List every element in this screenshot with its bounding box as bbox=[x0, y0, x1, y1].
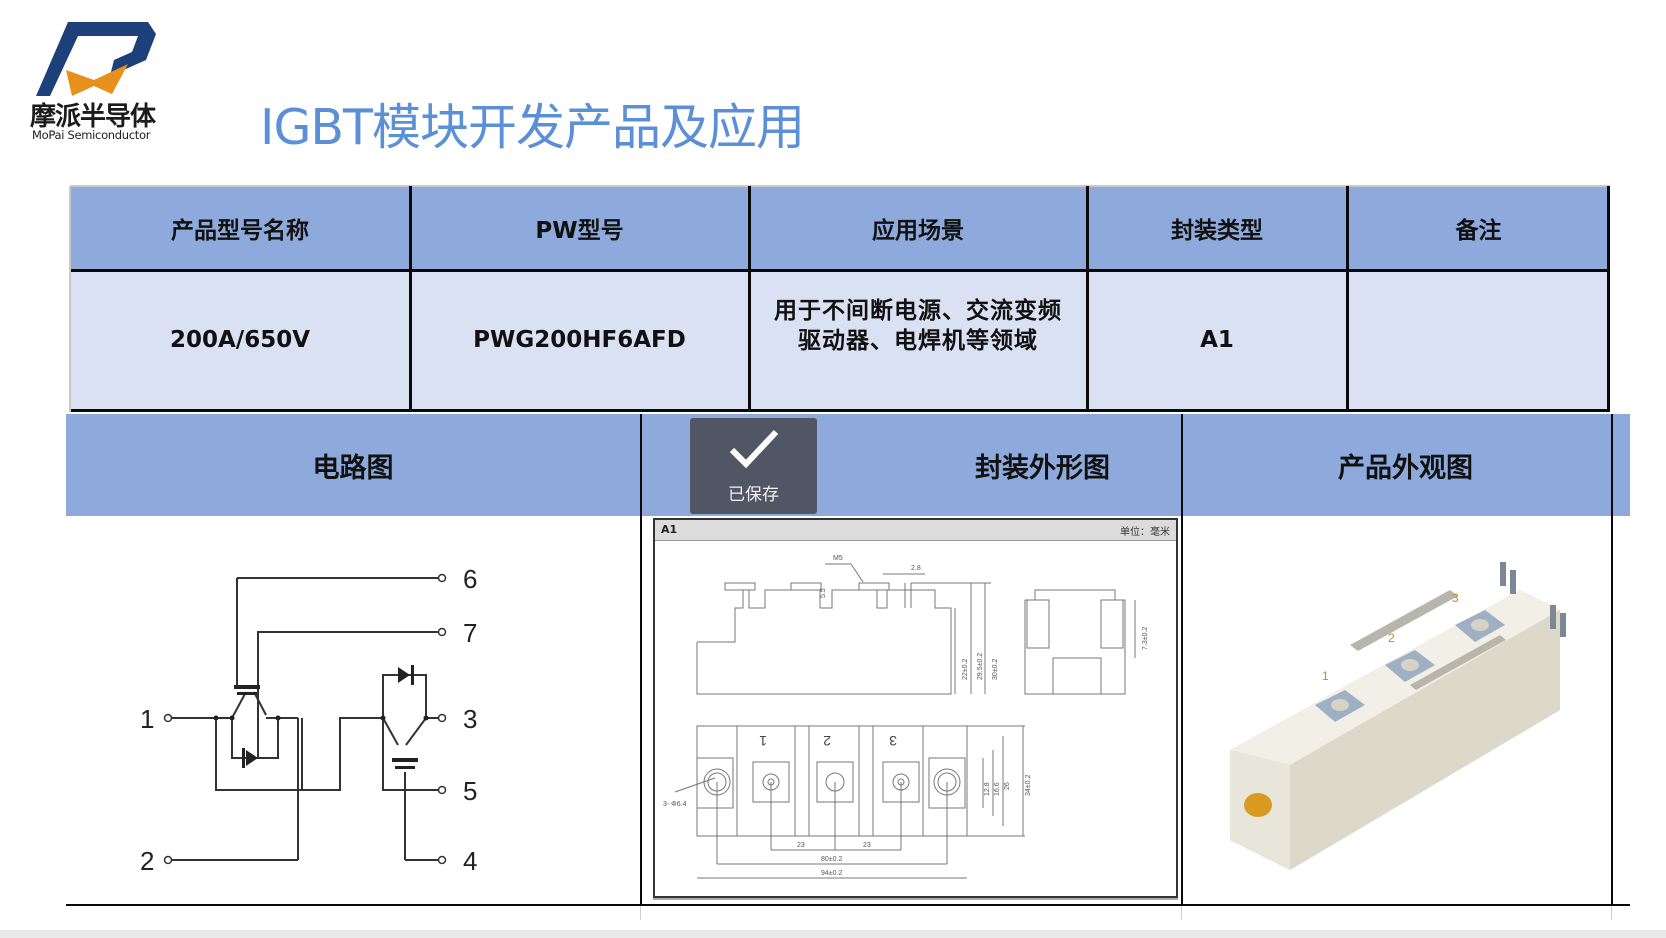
bottom-bar bbox=[0, 930, 1666, 938]
dim-16-6: 16.6 bbox=[994, 782, 1001, 796]
header-product-appearance: 产品外观图 bbox=[1181, 414, 1630, 516]
circuit-diagram: 6 7 3 5 4 1 2 bbox=[140, 564, 477, 876]
toast-label: 已保存 bbox=[728, 485, 779, 505]
col-divider bbox=[748, 186, 751, 412]
header-package-type: 封装类型 bbox=[1087, 186, 1347, 270]
logo-name-en: MoPai Semiconductor bbox=[32, 128, 151, 142]
dim-5-5: 5.5 bbox=[820, 588, 827, 598]
package-outline-svg: M5 2.8 5.5 22±0.2 29.5±0.2 30±0.2 7.3±0.… bbox=[663, 555, 1149, 879]
table-bottom-border bbox=[66, 904, 1630, 906]
cell-remarks bbox=[1347, 270, 1610, 410]
col-divider bbox=[640, 414, 642, 906]
top-terminal-1: 1 bbox=[759, 733, 767, 749]
pin-label-6: 6 bbox=[463, 564, 477, 594]
dim-7-3: 7.3±0.2 bbox=[1142, 627, 1149, 650]
diode-icon bbox=[246, 750, 258, 766]
logo-navy-p bbox=[36, 22, 156, 96]
header-circuit-diagram: 电路图 bbox=[66, 414, 640, 516]
dim-22: 22±0.2 bbox=[962, 659, 969, 680]
col-divider bbox=[1607, 186, 1610, 412]
header-package-outline-label: 封装外形图 bbox=[975, 452, 1110, 484]
terminal-3-icon bbox=[437, 713, 447, 723]
photo-terminal-2: 2 bbox=[1388, 631, 1395, 645]
product-photo: 1 2 3 bbox=[1230, 562, 1566, 870]
terminal-pads bbox=[1315, 610, 1505, 722]
spec-table: 产品型号名称 PW型号 应用场景 封装类型 备注 200A/650V PWG20… bbox=[69, 185, 1610, 416]
table-bottom-border bbox=[70, 409, 1610, 412]
terminal-4-icon bbox=[437, 855, 447, 865]
col-divider bbox=[69, 186, 71, 412]
top-terminal-2: 2 bbox=[823, 733, 831, 749]
col-guide bbox=[1611, 906, 1612, 920]
dim-29-5: 29.5±0.2 bbox=[977, 653, 984, 680]
igbt-gate-icon bbox=[392, 758, 418, 762]
terminal-1-icon bbox=[163, 713, 173, 723]
table-top-border bbox=[70, 185, 1610, 187]
package-drawing: A1 单位：毫米 bbox=[653, 518, 1178, 898]
page-title: IGBT模块开发产品及应用 bbox=[260, 99, 805, 156]
col-divider bbox=[1086, 186, 1089, 412]
checkmark-icon bbox=[729, 429, 779, 469]
signal-pin-icon bbox=[1500, 562, 1506, 586]
photo-terminal-1: 1 bbox=[1322, 669, 1329, 683]
pin-label-4: 4 bbox=[463, 846, 477, 876]
dim-30: 30±0.2 bbox=[992, 659, 999, 680]
cell-package-type: A1 bbox=[1087, 270, 1347, 410]
pin-label-2: 2 bbox=[140, 846, 154, 876]
header-application: 应用场景 bbox=[749, 186, 1087, 270]
header-divider bbox=[70, 269, 1610, 272]
photo-terminal-3: 3 bbox=[1452, 591, 1459, 605]
dim-23-left: 23 bbox=[797, 842, 805, 849]
igbt-gate-icon bbox=[234, 685, 260, 689]
dim-26: 26 bbox=[1004, 782, 1011, 790]
dim-2-8: 2.8 bbox=[911, 565, 921, 572]
terminal-2-icon bbox=[163, 855, 173, 865]
mopai-logo bbox=[36, 22, 156, 96]
dim-94: 94±0.2 bbox=[821, 870, 842, 877]
header-remarks: 备注 bbox=[1347, 186, 1610, 270]
dim-m5: M5 bbox=[833, 555, 843, 562]
col-divider bbox=[1611, 414, 1613, 906]
pin-label-1: 1 bbox=[140, 704, 154, 734]
col-divider bbox=[409, 186, 412, 412]
col-guide bbox=[640, 906, 641, 920]
col-guide bbox=[1181, 906, 1182, 920]
mounting-hole-icon bbox=[1244, 793, 1272, 817]
pin-label-3: 3 bbox=[463, 704, 477, 734]
drawing-title-bar: A1 单位：毫米 bbox=[655, 520, 1176, 541]
diode-icon bbox=[398, 667, 410, 683]
cell-product-name: 200A/650V bbox=[70, 270, 410, 410]
dim-23-right: 23 bbox=[863, 842, 871, 849]
terminal-5-icon bbox=[437, 785, 447, 795]
logo-name-cn: 摩派半导体 bbox=[30, 102, 156, 132]
dim-80: 80±0.2 bbox=[821, 856, 842, 863]
unit-label: 单位：毫米 bbox=[1120, 527, 1170, 538]
cell-pw-model: PWG200HF6AFD bbox=[410, 270, 749, 410]
col-divider bbox=[1181, 414, 1183, 906]
logo-orange-bolt bbox=[66, 64, 128, 96]
dim-34: 34±0.2 bbox=[1025, 775, 1032, 796]
package-name: A1 bbox=[661, 523, 678, 536]
top-terminal-3: 3 bbox=[889, 733, 897, 749]
pin-label-7: 7 bbox=[463, 618, 477, 648]
saved-toast: 已保存 bbox=[690, 418, 817, 514]
dim-12-8: 12.8 bbox=[984, 782, 991, 796]
terminal-6-icon bbox=[437, 573, 447, 583]
dim-hole: 3- Φ6.4 bbox=[663, 801, 687, 808]
col-divider bbox=[1346, 186, 1349, 412]
pin-label-5: 5 bbox=[463, 776, 477, 806]
header-pw-model: PW型号 bbox=[410, 186, 749, 270]
terminal-7-icon bbox=[437, 627, 447, 637]
header-product-name: 产品型号名称 bbox=[70, 186, 410, 270]
cell-application: 用于不间断电源、交流变频驱动器、电焊机等领域 bbox=[749, 270, 1087, 410]
